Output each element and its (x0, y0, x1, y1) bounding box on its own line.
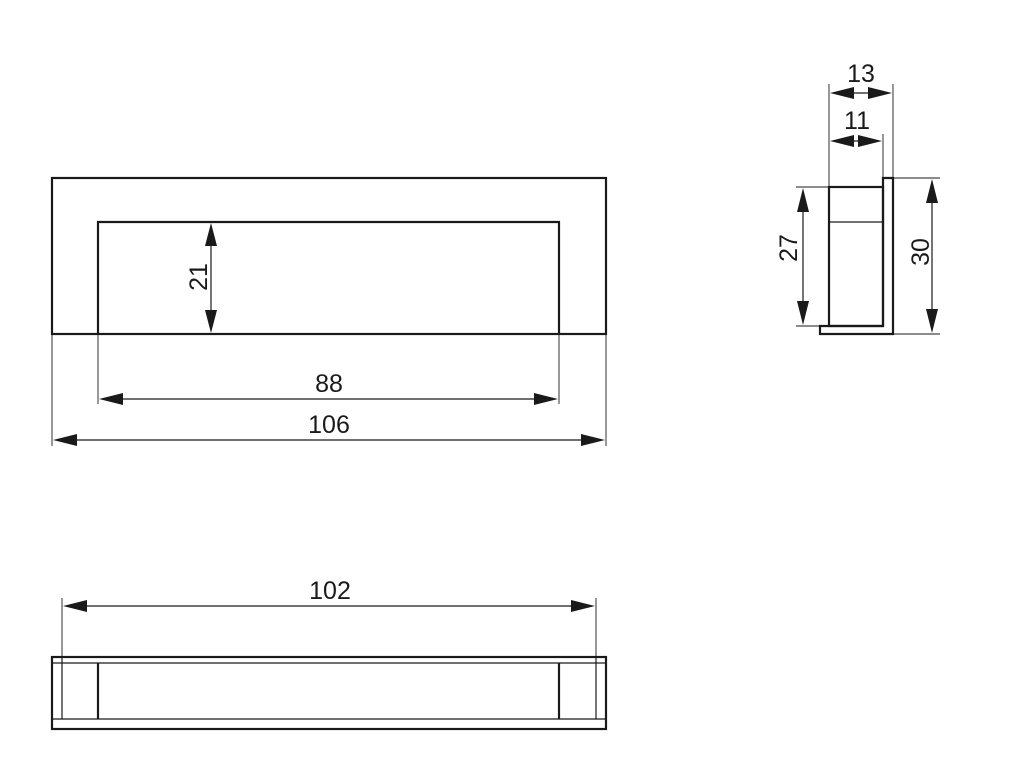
bottom-outer-frame (50, 655, 608, 731)
dim-side-height-inner: 27 (775, 188, 809, 325)
dim-label-88: 88 (315, 370, 343, 398)
side-profile (818, 176, 895, 336)
dim-label-102: 102 (309, 577, 351, 605)
dim-front-opening-height: 21 (185, 223, 217, 333)
dim-side-depth-outer: 13 (830, 60, 892, 99)
dim-front-overall-width: 106 (53, 411, 605, 446)
dim-side-depth-inner: 11 (830, 107, 882, 147)
front-view: 21 88 106 (50, 176, 608, 446)
dim-side-height-outer: 30 (907, 179, 938, 333)
dim-label-21: 21 (185, 263, 213, 291)
bottom-view: 102 (50, 577, 608, 731)
front-outer-frame (50, 176, 608, 336)
dim-label-27: 27 (775, 234, 803, 262)
dim-label-30: 30 (907, 238, 935, 266)
dim-label-11: 11 (844, 107, 870, 135)
side-view: 13 11 27 30 (775, 60, 940, 336)
side-inner-block (827, 185, 885, 328)
front-opening (96, 220, 561, 334)
dim-front-opening-width: 88 (99, 370, 558, 405)
dim-bottom-overall-width: 102 (63, 577, 595, 612)
dim-label-13: 13 (847, 60, 875, 88)
dim-label-106: 106 (308, 411, 350, 439)
